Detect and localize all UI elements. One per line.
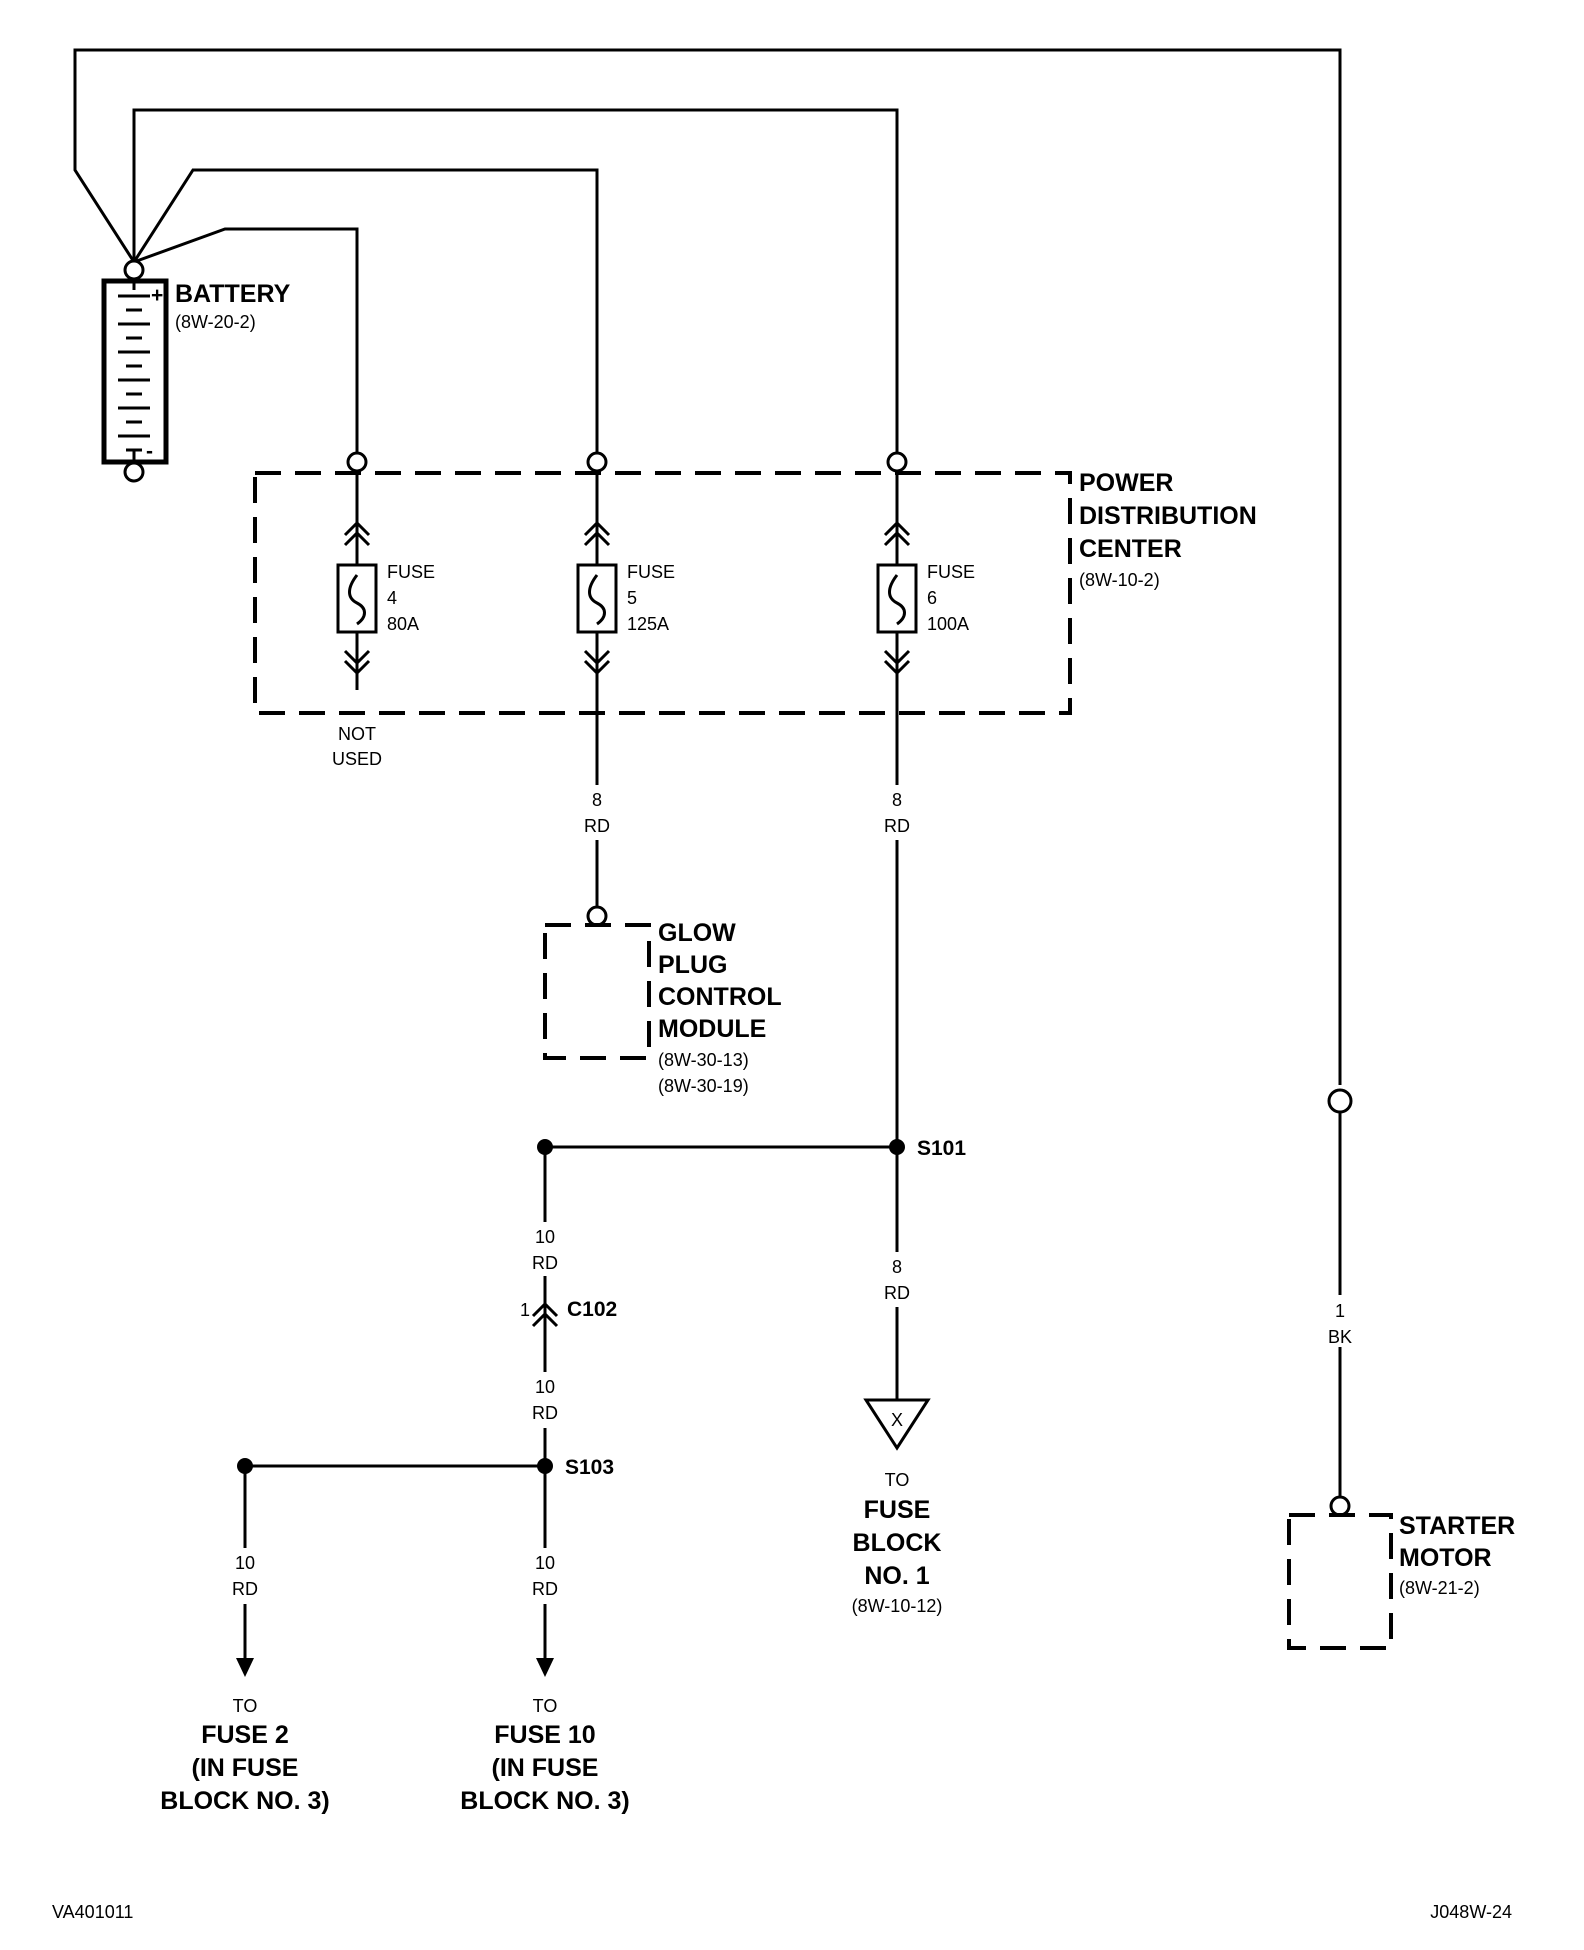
c102-below-wire-color: RD	[532, 1403, 558, 1423]
battery-plus-sign: +	[151, 284, 163, 307]
s103-label: S103	[565, 1456, 614, 1479]
battery-label: BATTERY	[175, 280, 291, 308]
fuse-block-1-line1: FUSE	[864, 1496, 931, 1524]
wire-battery-to-starter	[73, 48, 1342, 1085]
pdc-label-line1: POWER	[1079, 469, 1173, 497]
fuse5-wire-gauge: 8	[592, 790, 602, 810]
starter-label-line2: MOTOR	[1399, 1544, 1492, 1572]
connector-x-symbol: X	[863, 1398, 931, 1451]
battery-cells	[118, 281, 150, 462]
c102-label: C102	[567, 1298, 617, 1321]
starter-ref: (8W-21-2)	[1399, 1578, 1480, 1598]
starter-wire-gauge: 1	[1335, 1301, 1345, 1321]
fuse10-line1: FUSE 10	[494, 1721, 595, 1749]
footer-right-code: J048W-24	[1430, 1902, 1512, 1922]
wire-battery-to-fuse6	[132, 108, 899, 453]
fuse-block-1-to: TO	[885, 1470, 910, 1490]
fuse4-body	[336, 563, 378, 634]
fuse6-number: 6	[927, 588, 937, 608]
fuse2-arrow-icon	[236, 1658, 254, 1677]
battery-positive-terminal	[123, 259, 145, 281]
c102-pin-number: 1	[520, 1300, 530, 1320]
c102-above-wire-gauge: 10	[535, 1227, 555, 1247]
fuse5-label: FUSE	[627, 562, 675, 582]
connector-x-label: X	[891, 1410, 903, 1430]
connector-c102: 1 C102	[520, 1298, 617, 1328]
fuse-6: FUSE 6 100A	[876, 451, 975, 790]
c102-above-wire-color: RD	[532, 1253, 558, 1273]
pdc-ref: (8W-10-2)	[1079, 570, 1160, 590]
fuse6-label: FUSE	[927, 562, 975, 582]
fuse4-input-terminal	[346, 451, 368, 473]
fuse-block-1-line2: BLOCK	[853, 1529, 942, 1557]
fuse4-number: 4	[387, 588, 397, 608]
glow-plug-label-line4: MODULE	[658, 1015, 766, 1043]
starter-wire-connector	[1327, 1088, 1353, 1114]
glow-plug-terminal	[586, 905, 608, 927]
glow-plug-label-line1: GLOW	[658, 919, 736, 947]
wire-battery-to-fuse5	[132, 168, 599, 453]
fuse10-to: TO	[533, 1696, 558, 1716]
fuse10-arrow-icon	[536, 1658, 554, 1677]
fuse6-wire-color: RD	[884, 816, 910, 836]
fuse4-label: FUSE	[387, 562, 435, 582]
fuse-block-1-ref: (8W-10-12)	[852, 1596, 943, 1616]
starter-motor: STARTER MOTOR (8W-21-2)	[1287, 1495, 1515, 1650]
footer-left-code: VA401011	[52, 1902, 133, 1922]
fuse6-body	[876, 563, 918, 634]
fuse-block-1-line3: NO. 1	[864, 1562, 929, 1590]
glow-plug-control-module: GLOW PLUG CONTROL MODULE (8W-30-13) (8W-…	[543, 905, 782, 1096]
fuse-5: FUSE 5 125A	[576, 451, 675, 790]
s101-down-wire-color: RD	[884, 1283, 910, 1303]
fuse6-wire-gauge: 8	[892, 790, 902, 810]
starter-wire-color: BK	[1328, 1327, 1352, 1347]
fuse5-number: 5	[627, 588, 637, 608]
battery: + - BATTERY (8W-20-2)	[101, 259, 291, 483]
fuse10-line3: BLOCK NO. 3)	[460, 1787, 629, 1815]
battery-ref: (8W-20-2)	[175, 312, 256, 332]
not-used-line1: NOT	[338, 724, 376, 744]
pdc-label-line2: DISTRIBUTION	[1079, 502, 1257, 530]
fuse6-rating: 100A	[927, 614, 969, 634]
glow-plug-ref1: (8W-30-13)	[658, 1050, 749, 1070]
pdc-label-line3: CENTER	[1079, 535, 1182, 563]
fuse10-line2: (IN FUSE	[492, 1754, 599, 1782]
c102-below-wire-gauge: 10	[535, 1377, 555, 1397]
fuse2-line3: BLOCK NO. 3)	[160, 1787, 329, 1815]
fuse4-rating: 80A	[387, 614, 419, 634]
fuse6-input-terminal	[886, 451, 908, 473]
glow-plug-outline	[543, 923, 651, 1060]
glow-plug-label-line3: CONTROL	[658, 983, 782, 1011]
pdc-outline	[253, 471, 1072, 715]
s101-down-wire-gauge: 8	[892, 1257, 902, 1277]
fuse5-input-terminal	[586, 451, 608, 473]
glow-plug-ref2: (8W-30-19)	[658, 1076, 749, 1096]
battery-feed-wires	[73, 48, 1342, 1085]
glow-plug-label-line2: PLUG	[658, 951, 727, 979]
fuse10-wire-color: RD	[532, 1579, 558, 1599]
starter-label-line1: STARTER	[1399, 1512, 1515, 1540]
fuse-4: FUSE 4 80A NOT USED	[332, 451, 435, 769]
fuse2-line1: FUSE 2	[201, 1721, 289, 1749]
s101-label: S101	[917, 1137, 966, 1160]
fuse2-to: TO	[233, 1696, 258, 1716]
starter-outline	[1287, 1513, 1393, 1650]
fuse2-wire-gauge: 10	[235, 1553, 255, 1573]
fuse2-wire-color: RD	[232, 1579, 258, 1599]
fuse5-rating: 125A	[627, 614, 669, 634]
battery-minus-sign: -	[146, 440, 153, 463]
not-used-line2: USED	[332, 749, 382, 769]
fuse5-wire-color: RD	[584, 816, 610, 836]
power-distribution-center: POWER DISTRIBUTION CENTER (8W-10-2)	[253, 469, 1257, 715]
fuse2-line2: (IN FUSE	[192, 1754, 299, 1782]
battery-negative-terminal	[123, 461, 145, 483]
fuse10-wire-gauge: 10	[535, 1553, 555, 1573]
wire-battery-to-fuse4	[133, 227, 359, 453]
starter-terminal	[1329, 1495, 1351, 1517]
